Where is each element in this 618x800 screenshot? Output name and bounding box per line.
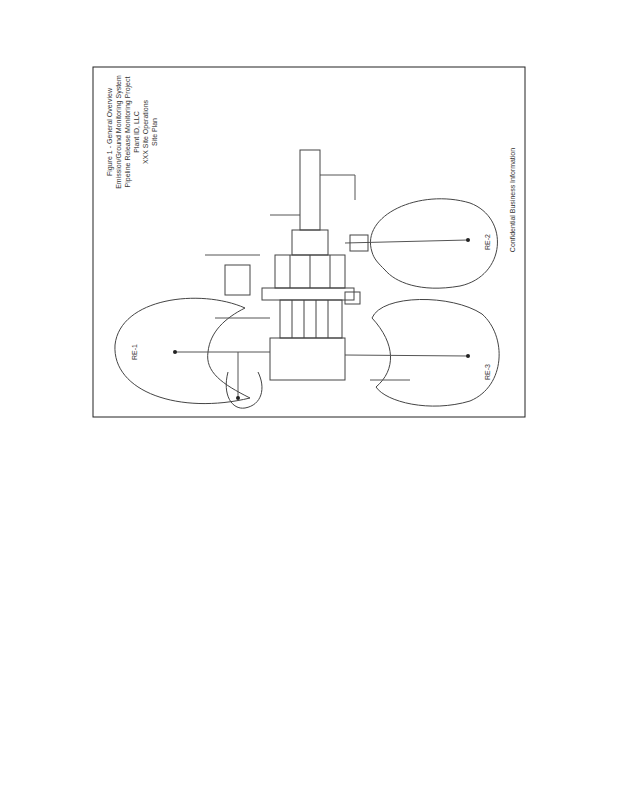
drawing-stroke bbox=[215, 318, 270, 319]
drawing-stroke bbox=[330, 255, 331, 288]
drawing-stroke bbox=[275, 255, 345, 288]
drawing-stroke bbox=[304, 300, 305, 338]
sheet-name: Site Plan bbox=[151, 118, 159, 146]
drawing-stroke bbox=[115, 298, 250, 403]
drawing-stroke bbox=[173, 350, 177, 354]
drawing-stroke bbox=[345, 292, 360, 304]
drawing-stroke bbox=[292, 300, 293, 338]
site-name: XXX Site Operations bbox=[142, 100, 150, 164]
drawing-stroke bbox=[292, 230, 328, 255]
drawing-stroke bbox=[372, 299, 499, 406]
drawing-stroke bbox=[345, 240, 468, 243]
piping-lines bbox=[175, 175, 468, 398]
drawing-stroke bbox=[320, 175, 355, 176]
drawing-stroke bbox=[290, 255, 291, 288]
drawing-stroke bbox=[316, 300, 317, 338]
drawing-frame bbox=[93, 67, 525, 417]
area-label: RE-2 bbox=[484, 234, 492, 250]
drawing-stroke bbox=[466, 354, 470, 358]
drawing-stroke bbox=[350, 235, 368, 251]
drawing-stroke bbox=[270, 215, 300, 216]
drawing-stroke bbox=[175, 352, 270, 353]
drawing-stroke bbox=[280, 300, 342, 338]
area-label: RE-1 bbox=[131, 344, 139, 360]
drawing-stroke bbox=[345, 355, 468, 356]
system-name: Emission/Ground Monitoring System bbox=[115, 75, 123, 189]
area-label: RE-3 bbox=[484, 364, 492, 380]
drawing-stroke bbox=[205, 255, 260, 256]
drawing-stroke bbox=[370, 380, 410, 381]
project-name: Pipeline Release Monitoring Project bbox=[124, 77, 132, 188]
drawing-stroke bbox=[370, 199, 497, 288]
drawing-stroke bbox=[236, 396, 240, 400]
drawing-stroke bbox=[238, 352, 239, 398]
equipment bbox=[225, 150, 368, 380]
drawing-stroke bbox=[262, 288, 354, 300]
drawing-stroke bbox=[328, 300, 329, 338]
drawing-stroke bbox=[270, 338, 345, 380]
drawing-stroke bbox=[310, 255, 311, 288]
company-name: Plant ID, LLC bbox=[133, 111, 141, 153]
drawing-stroke bbox=[355, 175, 356, 200]
valve-dots bbox=[173, 238, 470, 400]
drawing-stroke bbox=[466, 238, 470, 242]
figure-title: Figure 1 - General Overview bbox=[106, 88, 114, 176]
drawing-stroke bbox=[225, 265, 250, 295]
drawing-stroke bbox=[226, 372, 262, 408]
drawing-stroke bbox=[300, 150, 320, 230]
footer-note: Confidential Business Information bbox=[509, 148, 517, 252]
